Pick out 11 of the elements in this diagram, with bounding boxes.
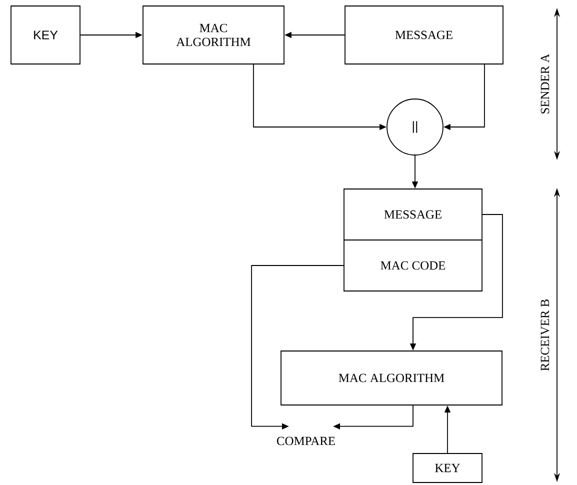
- mac-code-box: MAC CODE: [344, 240, 482, 292]
- side-label: RECEIVER B: [540, 299, 550, 371]
- arrow: [251, 265, 344, 430]
- key-box: KEY: [10, 6, 80, 64]
- message-box: MESSAGE: [344, 6, 504, 64]
- compare-label: COMPARE: [277, 436, 335, 446]
- process-box: MAC ALGORITHM: [280, 350, 502, 406]
- key-box: KEY: [412, 453, 482, 483]
- message-box: MESSAGE: [344, 188, 482, 240]
- side-label: SENDER A: [540, 54, 550, 114]
- process-box: MAC ALGORITHM: [142, 6, 284, 64]
